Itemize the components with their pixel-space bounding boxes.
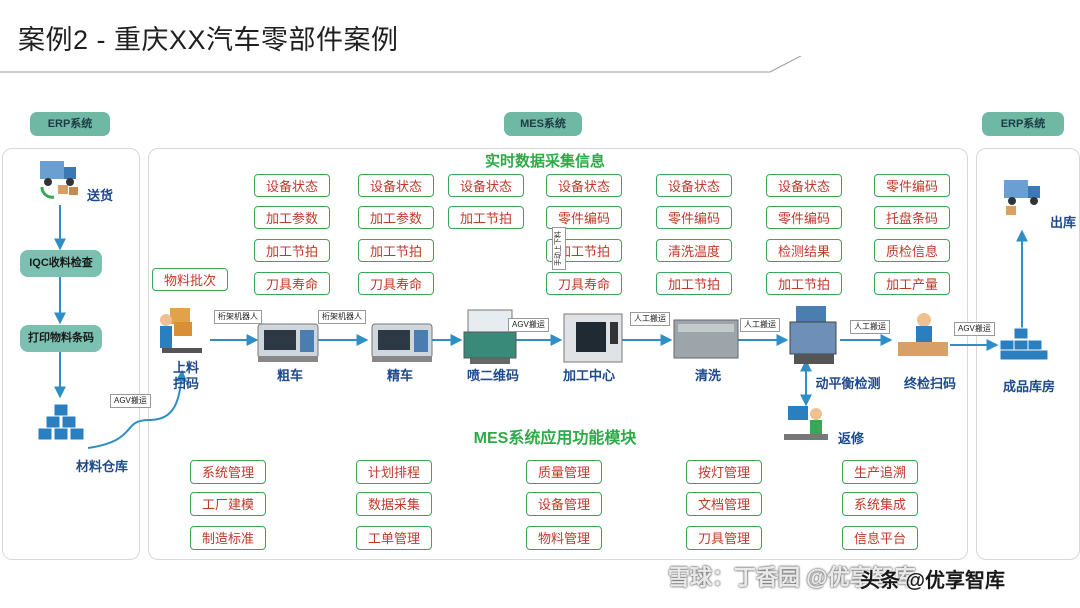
delivery-truck-icon xyxy=(40,161,78,199)
erp-right-panel xyxy=(976,148,1080,560)
realtime-data-item: 加工参数 xyxy=(358,206,434,229)
outbound-label: 出库 xyxy=(1049,215,1076,230)
module-item: 按灯管理 xyxy=(686,460,762,484)
realtime-data-item: 设备状态 xyxy=(254,174,330,197)
transport-tag: 人工搬运 xyxy=(630,312,670,326)
module-item: 文档管理 xyxy=(686,492,762,516)
realtime-heading: 实时数据采集信息 xyxy=(484,153,605,170)
transport-tag: 桁架机器人 xyxy=(214,310,262,324)
realtime-data-item: 设备状态 xyxy=(546,174,622,197)
module-item: 数据采集 xyxy=(356,492,432,516)
rough-lathe-icon xyxy=(257,323,319,362)
module-item: 工厂建模 xyxy=(190,492,266,516)
realtime-data-item: 质检信息 xyxy=(874,239,950,262)
warehouse-cubes-icon xyxy=(37,403,85,441)
erp-left-panel xyxy=(2,148,140,560)
realtime-data-item: 清洗温度 xyxy=(656,239,732,262)
realtime-data-item: 加工节拍 xyxy=(766,272,842,295)
qr-marker-icon xyxy=(463,309,517,364)
transport-tag: AGV搬运 xyxy=(508,318,549,332)
finished-goods-label: 成品库房 xyxy=(1002,379,1055,394)
realtime-data-item: 刀具寿命 xyxy=(546,272,622,295)
realtime-data-item: 刀具寿命 xyxy=(254,272,330,295)
realtime-data-item: 设备状态 xyxy=(766,174,842,197)
realtime-data-item: 零件编码 xyxy=(766,206,842,229)
realtime-data-item: 加工节拍 xyxy=(448,206,524,229)
transport-tag-agv-left: AGV搬运 xyxy=(110,394,151,408)
realtime-data-item: 零件编码 xyxy=(656,206,732,229)
module-item: 系统集成 xyxy=(842,492,918,516)
erp-right-tag: ERP系统 xyxy=(982,112,1064,136)
module-item: 质量管理 xyxy=(526,460,602,484)
stage-label: 加工中心 xyxy=(562,368,615,383)
realtime-data-item: 加工节拍 xyxy=(254,239,330,262)
stage-label: 喷二维码 xyxy=(466,368,519,383)
page-title: 案例2 - 重庆XX汽车零部件案例 xyxy=(18,25,399,55)
loading-scanner-icon xyxy=(160,308,202,353)
iqc-box: IQC收料检查 xyxy=(20,250,102,277)
realtime-data-item: 设备状态 xyxy=(358,174,434,197)
realtime-data-item: 零件编码 xyxy=(874,174,950,197)
module-item: 物料管理 xyxy=(526,526,602,550)
module-item: 工单管理 xyxy=(356,526,432,550)
module-item: 生产追溯 xyxy=(842,460,918,484)
realtime-data-item: 加工产量 xyxy=(874,272,950,295)
delivery-label: 送货 xyxy=(86,188,113,203)
stage-label: 动平衡检测 xyxy=(815,376,881,391)
machining-center-icon xyxy=(563,313,623,363)
outbound-truck-icon xyxy=(1004,180,1040,215)
balance-tester-icon xyxy=(789,306,837,364)
realtime-data-item: 零件编码 xyxy=(546,206,622,229)
module-item: 系统管理 xyxy=(190,460,266,484)
watermark-xueqiu: 雪球：丁香园 @优享智库 xyxy=(668,565,916,590)
module-item: 设备管理 xyxy=(526,492,602,516)
realtime-data-item: 设备状态 xyxy=(448,174,524,197)
print-label-box: 打印物料条码 xyxy=(20,325,102,352)
erp-left-tag: ERP系统 xyxy=(30,112,110,136)
transport-tag: 人工搬运 xyxy=(850,320,890,334)
final-inspection-icon xyxy=(898,313,948,356)
transport-tag: 桁架机器人 xyxy=(318,310,366,324)
manual-load-tag: 手动上下料 xyxy=(552,227,566,270)
warehouse-label: 材料仓库 xyxy=(75,459,128,474)
realtime-data-item: 加工节拍 xyxy=(656,272,732,295)
watermark-toutiao: 头条 @优享智库 xyxy=(860,570,1006,592)
finish-lathe-icon xyxy=(371,323,433,362)
transport-tag: AGV搬运 xyxy=(954,322,995,336)
modules-heading: MES系统应用功能模块 xyxy=(473,430,637,447)
stage-label: 粗车 xyxy=(276,368,303,383)
stage-label: 清洗 xyxy=(694,368,721,383)
header-divider xyxy=(0,56,802,73)
realtime-data-item: 加工节拍 xyxy=(358,239,434,262)
realtime-data-item: 加工参数 xyxy=(254,206,330,229)
realtime-data-item: 设备状态 xyxy=(656,174,732,197)
mes-tag: MES系统 xyxy=(504,112,582,136)
material-batch-box: 物料批次 xyxy=(152,268,228,291)
stage-label: 精车 xyxy=(386,368,413,383)
repair-label: 返修 xyxy=(837,431,864,446)
cleaning-machine-icon xyxy=(673,319,739,359)
module-item: 刀具管理 xyxy=(686,526,762,550)
finished-goods-cubes-icon xyxy=(999,327,1049,361)
realtime-data-item: 检测结果 xyxy=(766,239,842,262)
module-item: 信息平台 xyxy=(842,526,918,550)
module-item: 计划排程 xyxy=(356,460,432,484)
module-item: 制造标准 xyxy=(190,526,266,550)
realtime-data-item: 托盘条码 xyxy=(874,206,950,229)
transport-tag: 人工搬运 xyxy=(740,318,780,332)
stage-label: 终检扫码 xyxy=(903,376,956,391)
stage-label: 上料 扫码 xyxy=(172,360,199,391)
repair-station-icon xyxy=(784,406,828,440)
realtime-data-item: 刀具寿命 xyxy=(358,272,434,295)
